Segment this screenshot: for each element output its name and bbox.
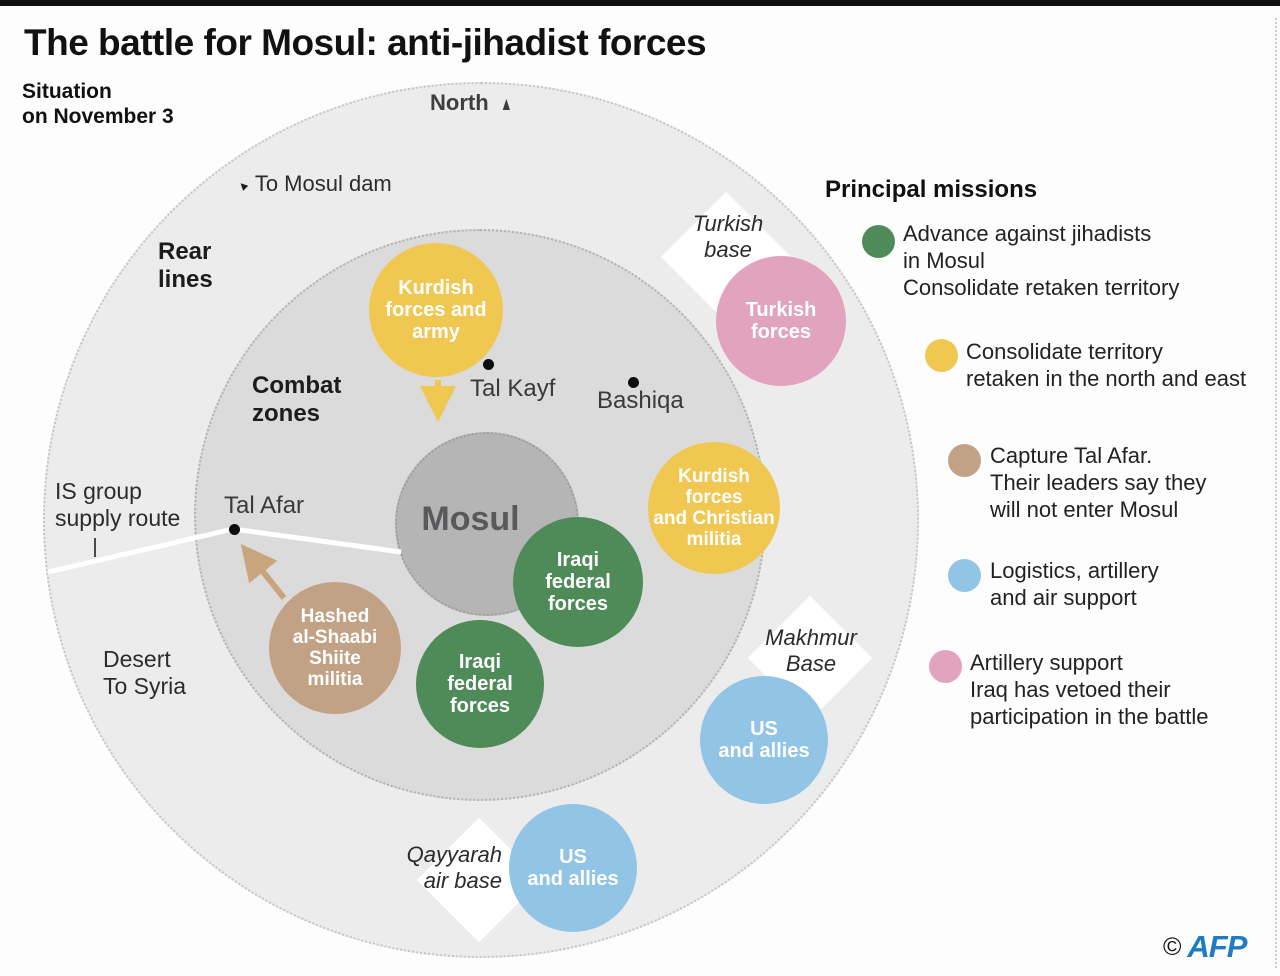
subtitle-line-1: Situation (22, 80, 112, 103)
force-text: forces (685, 487, 743, 508)
is-route-line2: supply route (55, 505, 181, 531)
legend-line: Iraq has vetoed their (970, 677, 1171, 702)
legend-item-consolidate: Consolidate territory retaken in the nor… (966, 338, 1246, 392)
force-text: federal (447, 673, 513, 695)
legend-line: Artillery support (970, 650, 1123, 675)
legend-line: participation in the battle (970, 704, 1209, 729)
legend-dot-green (862, 225, 895, 258)
is-route-line1: IS group (55, 478, 142, 504)
force-circle-hashed-al-shaabi-shiite-militia: Hashed al-Shaabi Shiite militia (269, 582, 401, 714)
legend-line: Their leaders say they (990, 470, 1207, 495)
copyright-icon: © (1163, 932, 1182, 961)
makhmur-base-label: Makhmur Base (756, 625, 866, 677)
force-text: Iraqi (458, 651, 502, 673)
makhmur-base-line1: Makhmur (765, 625, 857, 650)
force-text: forces (449, 695, 511, 717)
force-circle-us-and-allies-makhmur: US and allies (700, 676, 828, 804)
legend-line: in Mosul (903, 248, 985, 273)
force-text: militia (307, 669, 363, 690)
force-text: forces and (385, 299, 487, 321)
tal-afar-dot (229, 524, 240, 535)
force-text: and Christian (653, 508, 775, 529)
force-circle-turkish-forces: Turkish forces (716, 256, 846, 386)
force-text: US (559, 846, 587, 868)
legend-item-advance: Advance against jihadists in Mosul Conso… (903, 220, 1179, 301)
legend-dot-tan (948, 444, 981, 477)
desert-line1: Desert (103, 646, 171, 672)
desert-to-syria-label: Desert To Syria (103, 646, 186, 700)
mosul-city-label: Mosul (421, 500, 520, 538)
makhmur-base-line2: Base (785, 651, 837, 676)
legend-title: Principal missions (825, 176, 1038, 203)
rear-lines-line2: lines (158, 266, 213, 293)
legend-line: Consolidate territory (966, 339, 1163, 364)
to-mosul-dam-note: ▲To Mosul dam (234, 171, 392, 197)
right-edge-dotted-line (1275, 18, 1277, 968)
top-border-bar (0, 0, 1280, 6)
tal-kayf-dot (483, 359, 494, 370)
north-arrow-icon: ▲ (499, 94, 513, 115)
qayyarah-air-base-label: Qayyarah air base (398, 842, 502, 894)
qayyarah-base-line2: air base (423, 868, 502, 893)
legend-line: Consolidate retaken territory (903, 275, 1180, 300)
force-text: and allies (718, 740, 810, 762)
turkish-base-label: Turkish base (676, 211, 780, 263)
legend-line: and air support (990, 585, 1137, 610)
legend-item-capture-tal-afar: Capture Tal Afar. Their leaders say they… (990, 442, 1206, 523)
combat-zones-label: Combat zones (252, 372, 341, 428)
hashed-advance-arrow (240, 543, 287, 600)
page-title: The battle for Mosul: anti-jihadist forc… (24, 22, 707, 63)
force-text: Kurdish (398, 277, 474, 299)
turkish-base-line1: Turkish (692, 211, 764, 236)
force-circle-us-and-allies-qayyarah: US and allies (509, 804, 637, 932)
force-text: federal (545, 571, 611, 593)
force-text: Iraqi (556, 549, 600, 571)
force-circle-kurdish-forces-and-army: Kurdish forces and army (369, 243, 503, 377)
legend-line: Logistics, artillery (990, 558, 1159, 583)
legend-dot-pink (929, 650, 962, 683)
force-text: and allies (527, 868, 619, 890)
tal-kayf-label: Tal Kayf (470, 375, 556, 402)
rear-lines-label: Rear lines (158, 238, 213, 294)
force-text: forces (750, 321, 812, 343)
rear-lines-line1: Rear (158, 238, 212, 265)
force-text: forces (547, 593, 609, 615)
legend-dot-blue (948, 559, 981, 592)
bashiqa-label: Bashiqa (597, 387, 684, 414)
force-text: militia (686, 529, 742, 550)
legend-line: Capture Tal Afar. (990, 443, 1153, 468)
legend-dot-yellow (925, 339, 958, 372)
force-text: Shiite (309, 648, 361, 669)
mosul-dam-arrow-icon: ▲ (234, 176, 253, 195)
legend-line: retaken in the north and east (966, 366, 1247, 391)
tal-afar-label: Tal Afar (224, 492, 305, 519)
afp-logo: AFP (1187, 929, 1247, 964)
force-text: Turkish (745, 299, 817, 321)
force-circle-kurdish-forces-and-christian-militia: Kurdish forces and Christian militia (648, 442, 780, 574)
is-supply-route-label: IS group supply route (55, 478, 180, 532)
force-text: al-Shaabi (292, 627, 378, 648)
subtitle-line-2: on November 3 (22, 105, 174, 128)
north-label: North (430, 90, 489, 115)
mosul-dam-label: To Mosul dam (254, 171, 392, 196)
force-circle-iraqi-federal-forces-east: Iraqi federal forces (513, 517, 643, 647)
force-text: Hashed (300, 606, 370, 627)
footer: © AFP (1163, 929, 1247, 965)
bashiqa-dot (628, 377, 639, 388)
legend-item-logistics: Logistics, artillery and air support (990, 557, 1159, 611)
legend-line: will not enter Mosul (990, 497, 1179, 522)
north-indicator: North ▲ (430, 90, 515, 116)
combat-zones-line1: Combat (252, 372, 342, 399)
force-circle-iraqi-federal-forces-south: Iraqi federal forces (416, 620, 544, 748)
legend-line: Advance against jihadists (903, 221, 1152, 246)
force-text: army (412, 321, 460, 343)
desert-line2: To Syria (103, 673, 187, 699)
legend-item-artillery: Artillery support Iraq has vetoed their … (970, 649, 1209, 730)
force-text: US (750, 718, 778, 740)
force-text: Kurdish (678, 466, 750, 487)
combat-zones-line2: zones (252, 400, 321, 427)
qayyarah-base-line1: Qayyarah (406, 842, 502, 867)
turkish-base-line2: base (704, 237, 752, 262)
